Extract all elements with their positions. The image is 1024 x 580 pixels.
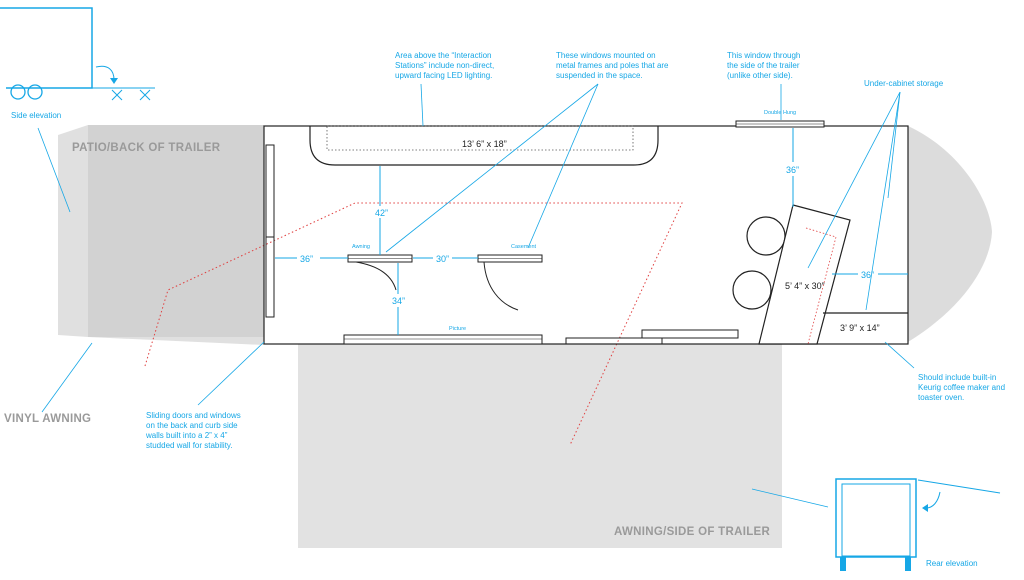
rear-elevation-caption: Rear elevation [926,559,978,568]
picture-label: Picture [449,326,466,332]
side-elevation-caption: Side elevation [11,111,61,120]
bench-inner-dotted [326,125,634,151]
side-elevation-sketch [0,7,155,101]
dimension-36-left: 36” [300,254,313,264]
callout-leaders [37,83,915,508]
dimension-42: 42” [375,208,388,218]
side-door-panel-b [641,329,739,339]
patio-label: PATIO/BACK OF TRAILER [72,142,221,154]
rear-elevation-sketch [835,478,1001,571]
double-hung-label: Double Hung [764,110,796,116]
casement-label: Casement [511,244,537,250]
windows-frames-callout: These windows mounted on metal frames an… [556,51,671,80]
awning-side-label: AWNING/SIDE OF TRAILER [614,526,770,538]
dimension-36-top: 36” [786,165,799,175]
dimension-36-right: 36” [861,270,874,280]
trailer-hitch-shade [908,126,992,342]
dimension-30: 30” [436,254,449,264]
patio-shade-overlap [88,125,264,337]
kitchen-counter [758,204,851,345]
back-sliding-window [265,236,275,318]
vinyl-awning-label: VINYL AWNING [4,413,91,425]
dimension-34: 34” [392,296,405,306]
back-sliding-door [265,144,275,238]
stool-upper [746,216,786,256]
picture-window [343,334,543,345]
stool-lower [732,270,772,310]
awning-label: Awning [352,244,370,250]
bench-seating [309,126,659,166]
awning-projection-outline [144,202,683,446]
awning-window-swing [355,261,397,291]
cabinet-dimension: 3’ 9” x 14” [840,323,880,333]
side-awning-shade [298,344,782,548]
side-door-panel-a [565,337,663,345]
casement-window-swing [483,261,519,311]
dimension-lines [275,128,908,335]
keurig-callout: Should include built-in Keurig coffee ma… [918,373,1007,402]
side-window-callout: This window through the side of the trai… [727,51,803,80]
storage-callout: Under-cabinet storage [864,79,944,88]
bench-dimension: 13’ 6” x 18” [462,139,507,149]
lighting-callout: Area above the “Interaction Stations” in… [395,51,496,80]
counter-dimension: 5’ 4” x 30” [785,281,825,291]
sliding-doors-callout: Sliding doors and windows on the back an… [145,411,243,450]
